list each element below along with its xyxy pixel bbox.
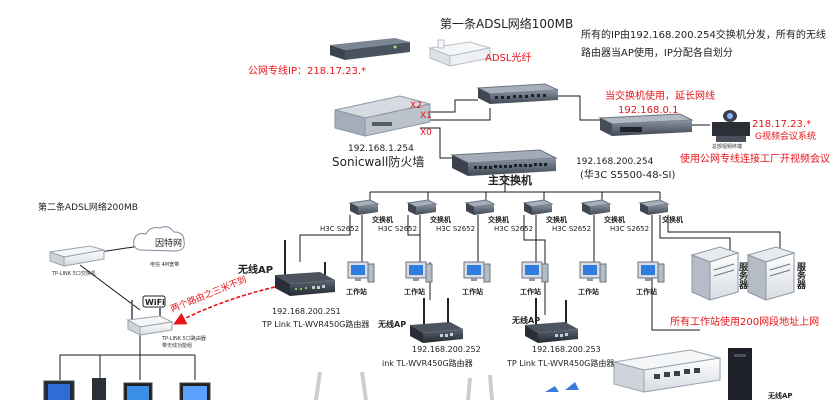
wireless-ap-3 — [525, 298, 578, 343]
server-2 — [746, 246, 796, 301]
access-switch-6: 交换机 H3C S2652 — [610, 199, 683, 233]
access-switch-label: 交换机 — [662, 215, 683, 224]
adsl-modem-label: ADSL光纤 — [485, 51, 531, 64]
ap1-model: TP Link TL-WVR450G路由器 — [261, 319, 369, 329]
ap2-ip: 192.168.200.252 — [412, 345, 481, 354]
bottom-partial-antennas — [314, 371, 494, 400]
isp-label: 电信 4M宽带 — [150, 261, 179, 268]
second-adsl-title: 第二条ADSL网络200MB — [38, 201, 138, 213]
link-x0 — [420, 127, 455, 159]
video-tiny-label: 总部视频终端 — [712, 143, 742, 150]
core-switch — [450, 149, 558, 176]
access-switch-5: 交换机 H3C S2652 — [552, 199, 625, 233]
ap2-tag: 无线AP — [377, 319, 406, 329]
access-switch-1: 交换机 H3C S2652 — [320, 199, 393, 233]
tplink-router-label-2: 带无线功能组 — [162, 342, 192, 349]
access-switch-model: H3C S2652 — [320, 225, 359, 233]
server-1 — [690, 246, 740, 301]
access-switch-label: 交换机 — [604, 215, 625, 224]
router-distance-arrow — [173, 286, 276, 325]
video-ip-label: 218.17.23.* — [752, 119, 811, 130]
firewall-ip-label: 192.168.1.254 — [348, 144, 414, 154]
port-x2-label: X2 — [410, 101, 422, 111]
core-switch-model: (华3C S5500-48-SI) — [580, 168, 675, 181]
internet-label: 因特网 — [155, 237, 182, 249]
access-switch-model: H3C S2652 — [610, 225, 649, 233]
access-switch-3: 交换机 H3C S2652 — [436, 199, 509, 233]
top-switch — [476, 83, 559, 104]
bottom-switch — [613, 349, 721, 393]
port-x0-label: X0 — [420, 128, 432, 138]
video-conference-terminal — [712, 110, 750, 142]
access-switch-model: H3C S2652 — [552, 225, 591, 233]
workstation-label: 工作站 — [346, 287, 367, 296]
extend-switch — [598, 113, 694, 136]
tplink-router-label-1: TP-LINK 5口路由器 — [161, 335, 206, 342]
workstation-5: 工作站 — [578, 261, 607, 296]
tplink-switch — [49, 245, 105, 267]
workstation-label: 工作站 — [404, 287, 425, 296]
access-switch-model: H3C S2652 — [494, 225, 533, 233]
bottom-router — [728, 348, 752, 400]
bottom-partial-wifi-icon — [545, 382, 579, 392]
ap3-tag: 无线AP — [511, 315, 540, 325]
upstream-router — [330, 38, 410, 60]
adsl-modem — [428, 39, 491, 67]
ap1-tag: 无线AP — [237, 263, 273, 276]
bottom-ap-label: 无线AP — [767, 391, 793, 400]
access-switch-2: 交换机 H3C S2652 — [378, 199, 451, 233]
workstation-label: 工作站 — [636, 287, 657, 296]
access-switch-label: 交换机 — [546, 215, 567, 224]
public-ip-label: 公网专线IP：218.17.23.* — [248, 64, 366, 77]
server-label-1a: 服务器 — [737, 262, 749, 290]
wifi-badge-icon — [142, 295, 166, 308]
workstation-group: 工作站 工作站 工作站 工作站 工作站 工作站 — [346, 261, 665, 296]
workstation-6: 工作站 — [636, 261, 665, 296]
link-x2 — [420, 99, 478, 113]
video-conf-note: 使用公网专线连接工厂开视频会议 — [680, 152, 830, 165]
wifi-label: WiFi — [145, 298, 165, 307]
firewall-name-label: Sonicwall防火墙 — [332, 154, 424, 169]
ip-note-line2: 路由器当AP使用，IP分配各自划分 — [581, 46, 733, 59]
workstation-1: 工作站 — [346, 261, 375, 296]
link-x1 — [420, 108, 491, 121]
ap3-ip: 192.168.200.253 — [532, 345, 601, 354]
ap2-model: ink TL-WVR450G路由器 — [382, 358, 473, 368]
workstation-label: 工作站 — [462, 287, 483, 296]
ap3-model: TP Link TL-WVR450G路由器 — [506, 358, 614, 368]
access-switch-label: 交换机 — [488, 215, 509, 224]
access-switch-label: 交换机 — [372, 215, 393, 224]
ap1-ip: 192.168.200.251 — [272, 307, 341, 316]
link-extend — [555, 95, 600, 121]
workstation-4: 工作站 — [520, 261, 549, 296]
internet-cloud-icon — [133, 226, 185, 252]
extend-switch-note: 当交换机使用，延长网线 — [605, 89, 715, 102]
core-switch-ip: 192.168.200.254 — [576, 157, 654, 167]
access-switch-4: 交换机 H3C S2652 — [494, 199, 567, 233]
video-name-label: G视频会议系统 — [755, 130, 816, 142]
tplink-router — [126, 300, 174, 336]
sonicwall-firewall — [334, 95, 431, 137]
access-switch-model: H3C S2652 — [436, 225, 475, 233]
workstation-label: 工作站 — [578, 287, 599, 296]
workstation-2: 工作站 — [404, 261, 433, 296]
wireless-ap-2 — [410, 298, 463, 343]
link-internet — [99, 245, 141, 253]
access-switch-label: 交换机 — [430, 215, 451, 224]
left-client-devices — [43, 378, 211, 400]
all-stations-note: 所有工作站使用200网段地址上网 — [670, 315, 819, 328]
wireless-ap-1 — [275, 240, 335, 296]
ip-note-line1: 所有的IP由192.168.200.254交换机分发，所有的无线 — [581, 28, 826, 41]
extend-switch-ip: 192.168.0.1 — [618, 105, 678, 116]
port-x1-label: X1 — [420, 111, 432, 121]
server-label-2a: 服务器 — [795, 262, 807, 290]
core-switch-name: 主交换机 — [488, 173, 532, 187]
workstation-label: 工作站 — [520, 287, 541, 296]
tplink-switch-label: TP-LINK 5口交换机 — [51, 270, 96, 277]
diagram-title: 第一条ADSL网络100MB — [440, 16, 573, 31]
workstation-3: 工作站 — [462, 261, 491, 296]
access-switch-model: H3C S2652 — [378, 225, 417, 233]
